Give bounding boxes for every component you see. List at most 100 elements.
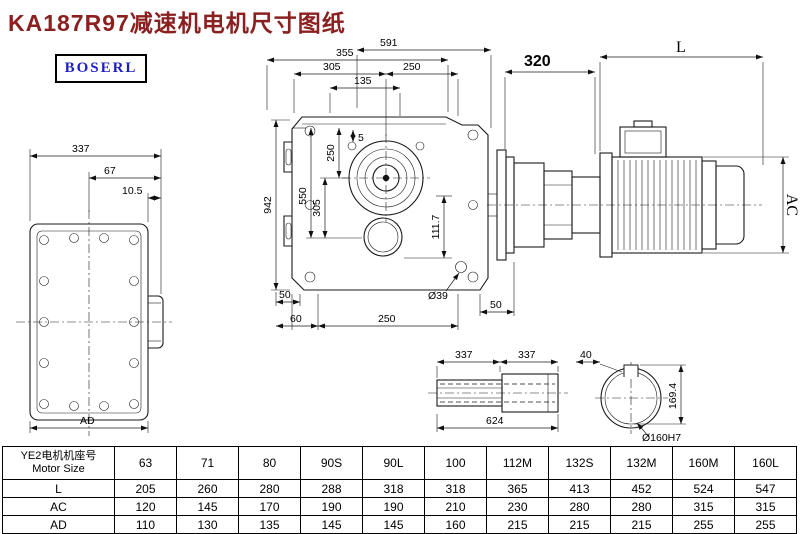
dim-337-side: 337 (72, 143, 90, 155)
cell-L-9: 524 (672, 479, 735, 498)
cell-L-0: 205 (114, 479, 177, 498)
dim-5: 5 (358, 132, 364, 144)
dim-169-4: 169.4 (667, 383, 679, 409)
dim-ad: AD (80, 415, 95, 427)
cell-AC-0: 120 (114, 497, 177, 516)
dim-135: 135 (354, 75, 372, 87)
cell-L-4: 318 (362, 479, 425, 498)
size-col-80: 80 (238, 446, 301, 480)
cell-AD-1: 130 (176, 515, 239, 534)
dim-942: 942 (262, 196, 274, 214)
motor-cooling-fins (617, 160, 697, 250)
cell-L-7: 413 (548, 479, 611, 498)
cell-AD-7: 215 (548, 515, 611, 534)
dim-60: 60 (290, 313, 302, 325)
shaft-bore-section-view: 169.4 Ø160H7 (595, 362, 686, 444)
row-label-AC: AC (2, 497, 115, 516)
dim-10-5: 10.5 (122, 185, 143, 197)
output-bore-circles (342, 134, 430, 222)
size-col-132s: 132S (548, 446, 611, 480)
cell-AD-4: 145 (362, 515, 425, 534)
dim-111-7: 111.7 (430, 214, 442, 239)
cell-L-8: 452 (610, 479, 673, 498)
cell-AD-3: 145 (300, 515, 363, 534)
dim-624: 624 (486, 415, 504, 427)
front-view-housing (291, 116, 489, 291)
table-header-row: YE2电机机座号 Motor Size 63 71 80 90S 90L 100… (2, 446, 797, 480)
cell-AD-10: 255 (734, 515, 797, 534)
cell-AC-4: 190 (362, 497, 425, 516)
technical-drawing: 337 67 10.5 AD (16, 37, 800, 444)
size-col-90s: 90S (300, 446, 363, 480)
cell-AC-10: 315 (734, 497, 797, 516)
dim-550: 550 (297, 187, 309, 205)
size-col-90l: 90L (362, 446, 425, 480)
size-col-63: 63 (114, 446, 177, 480)
keyway (623, 364, 639, 377)
cell-L-6: 365 (486, 479, 549, 498)
cell-AD-2: 135 (238, 515, 301, 534)
drain-hole (455, 261, 467, 273)
table-row-AC: AC 120 145 170 190 190 210 230 280 280 3… (2, 497, 797, 516)
table-row-AD: AD 110 130 135 145 145 160 215 215 215 2… (2, 515, 797, 534)
cell-AD-9: 255 (672, 515, 735, 534)
dim-305-left: 305 (311, 199, 323, 217)
cell-L-2: 280 (238, 479, 301, 498)
dim-250-top: 250 (403, 61, 421, 73)
dim-591: 591 (380, 37, 398, 49)
dim-50-right: 50 (490, 299, 502, 311)
side-view-bolt-holes (39, 233, 139, 411)
dim-305-top: 305 (323, 61, 341, 73)
dim-250-bottom: 250 (378, 313, 396, 325)
lower-bore-circles (363, 217, 403, 257)
shaft-large-section (501, 373, 559, 413)
terminal-box (619, 126, 667, 158)
size-col-132m: 132M (610, 446, 673, 480)
dim-67: 67 (104, 165, 116, 177)
dim-337-b: 337 (518, 349, 536, 361)
cell-AD-8: 215 (610, 515, 673, 534)
cell-AC-6: 230 (486, 497, 549, 516)
cell-L-3: 288 (300, 479, 363, 498)
cell-L-5: 318 (424, 479, 487, 498)
motor-size-table: YE2电机机座号 Motor Size 63 71 80 90S 90L 100… (2, 446, 797, 534)
cell-AC-1: 145 (176, 497, 239, 516)
cell-AD-0: 110 (114, 515, 177, 534)
size-col-100: 100 (424, 446, 487, 480)
cell-L-10: 547 (734, 479, 797, 498)
fan-cover (715, 165, 745, 245)
table-header-motor-size: YE2电机机座号 Motor Size (2, 446, 115, 480)
dim-355: 355 (336, 47, 354, 59)
cell-AC-5: 210 (424, 497, 487, 516)
cell-AD-6: 215 (486, 515, 549, 534)
cell-AC-7: 280 (548, 497, 611, 516)
dim-hole-dia: Ø39 (428, 290, 448, 302)
dim-250-left: 250 (325, 144, 337, 162)
dim-L: L (676, 39, 686, 56)
row-label-AD: AD (2, 515, 115, 534)
cell-AC-3: 190 (300, 497, 363, 516)
gearbox-front-view: 591 355 305 250 135 942 550 (262, 37, 515, 330)
cell-AC-9: 315 (672, 497, 735, 516)
dim-AC: AC (783, 194, 800, 216)
cell-AD-5: 160 (424, 515, 487, 534)
row-label-L: L (2, 479, 115, 498)
size-col-160m: 160M (672, 446, 735, 480)
dim-320: 320 (524, 53, 551, 70)
page-title: KA187R97减速机电机尺寸图纸 (8, 10, 346, 36)
cell-L-1: 260 (176, 479, 239, 498)
cell-AC-2: 170 (238, 497, 301, 516)
brand-logo-text: BOSERL (64, 60, 138, 76)
header-en: Motor Size (32, 463, 85, 475)
size-col-112m: 112M (486, 446, 549, 480)
dim-bore-160h7: Ø160H7 (642, 432, 681, 444)
dim-337-a: 337 (455, 349, 473, 361)
motor-assembly-view: 320 L AC (487, 39, 800, 261)
dim-40: 40 (580, 349, 592, 361)
side-view-housing (29, 223, 149, 421)
cell-AC-8: 280 (610, 497, 673, 516)
brand-logo-box: BOSERL (55, 54, 147, 83)
dim-50-left: 50 (279, 289, 291, 301)
side-view-hub (148, 295, 164, 349)
